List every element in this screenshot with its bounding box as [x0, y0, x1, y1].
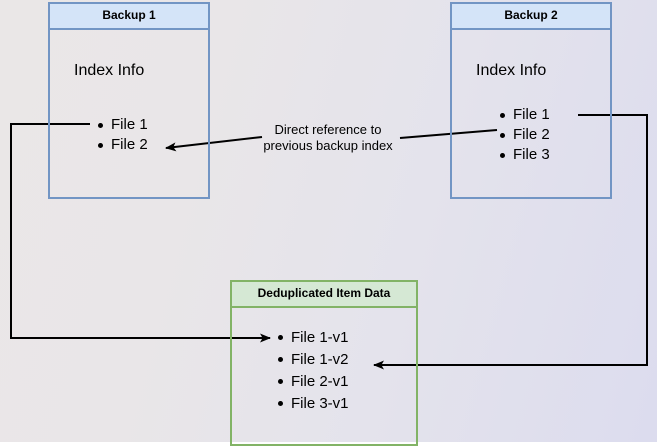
backup-2-index-label: Index Info [476, 62, 547, 79]
direct-reference-note-line-2: previous backup index [263, 138, 393, 153]
list-item[interactable]: File 1-v1 [276, 327, 349, 349]
direct-reference-note-line-1: Direct reference to [274, 122, 382, 137]
backup-2-box[interactable]: Backup 2 Index Info File 1 File 2 File 3 [450, 2, 612, 199]
backup-1-index-label: Index Info [74, 62, 145, 79]
backup-2-title: Backup 2 [452, 4, 610, 30]
backup-2-body: Index Info File 1 File 2 File 3 [452, 30, 610, 197]
backup-1-body: Index Info File 1 File 2 [50, 30, 208, 197]
list-item[interactable]: File 2 [498, 125, 550, 145]
list-item[interactable]: File 3-v1 [276, 393, 349, 415]
deduplicated-item-data-box[interactable]: Deduplicated Item Data File 1-v1 File 1-… [230, 280, 418, 446]
backup-1-title: Backup 1 [50, 4, 208, 30]
list-item[interactable]: File 1 [96, 115, 148, 135]
deduplicated-item-data-body: File 1-v1 File 1-v2 File 2-v1 File 3-v1 [232, 308, 416, 444]
list-item[interactable]: File 2 [96, 135, 148, 155]
list-item[interactable]: File 1-v2 [276, 349, 349, 371]
list-item[interactable]: File 3 [498, 145, 550, 165]
deduplicated-file-list: File 1-v1 File 1-v2 File 2-v1 File 3-v1 [276, 327, 349, 415]
deduplicated-item-data-title: Deduplicated Item Data [232, 282, 416, 308]
list-item[interactable]: File 2-v1 [276, 371, 349, 393]
direct-reference-note: Direct reference to previous backup inde… [248, 122, 408, 154]
backup-1-box[interactable]: Backup 1 Index Info File 1 File 2 [48, 2, 210, 199]
backup-2-file-list: File 1 File 2 File 3 [498, 105, 550, 165]
list-item[interactable]: File 1 [498, 105, 550, 125]
backup-1-file-list: File 1 File 2 [96, 115, 148, 155]
